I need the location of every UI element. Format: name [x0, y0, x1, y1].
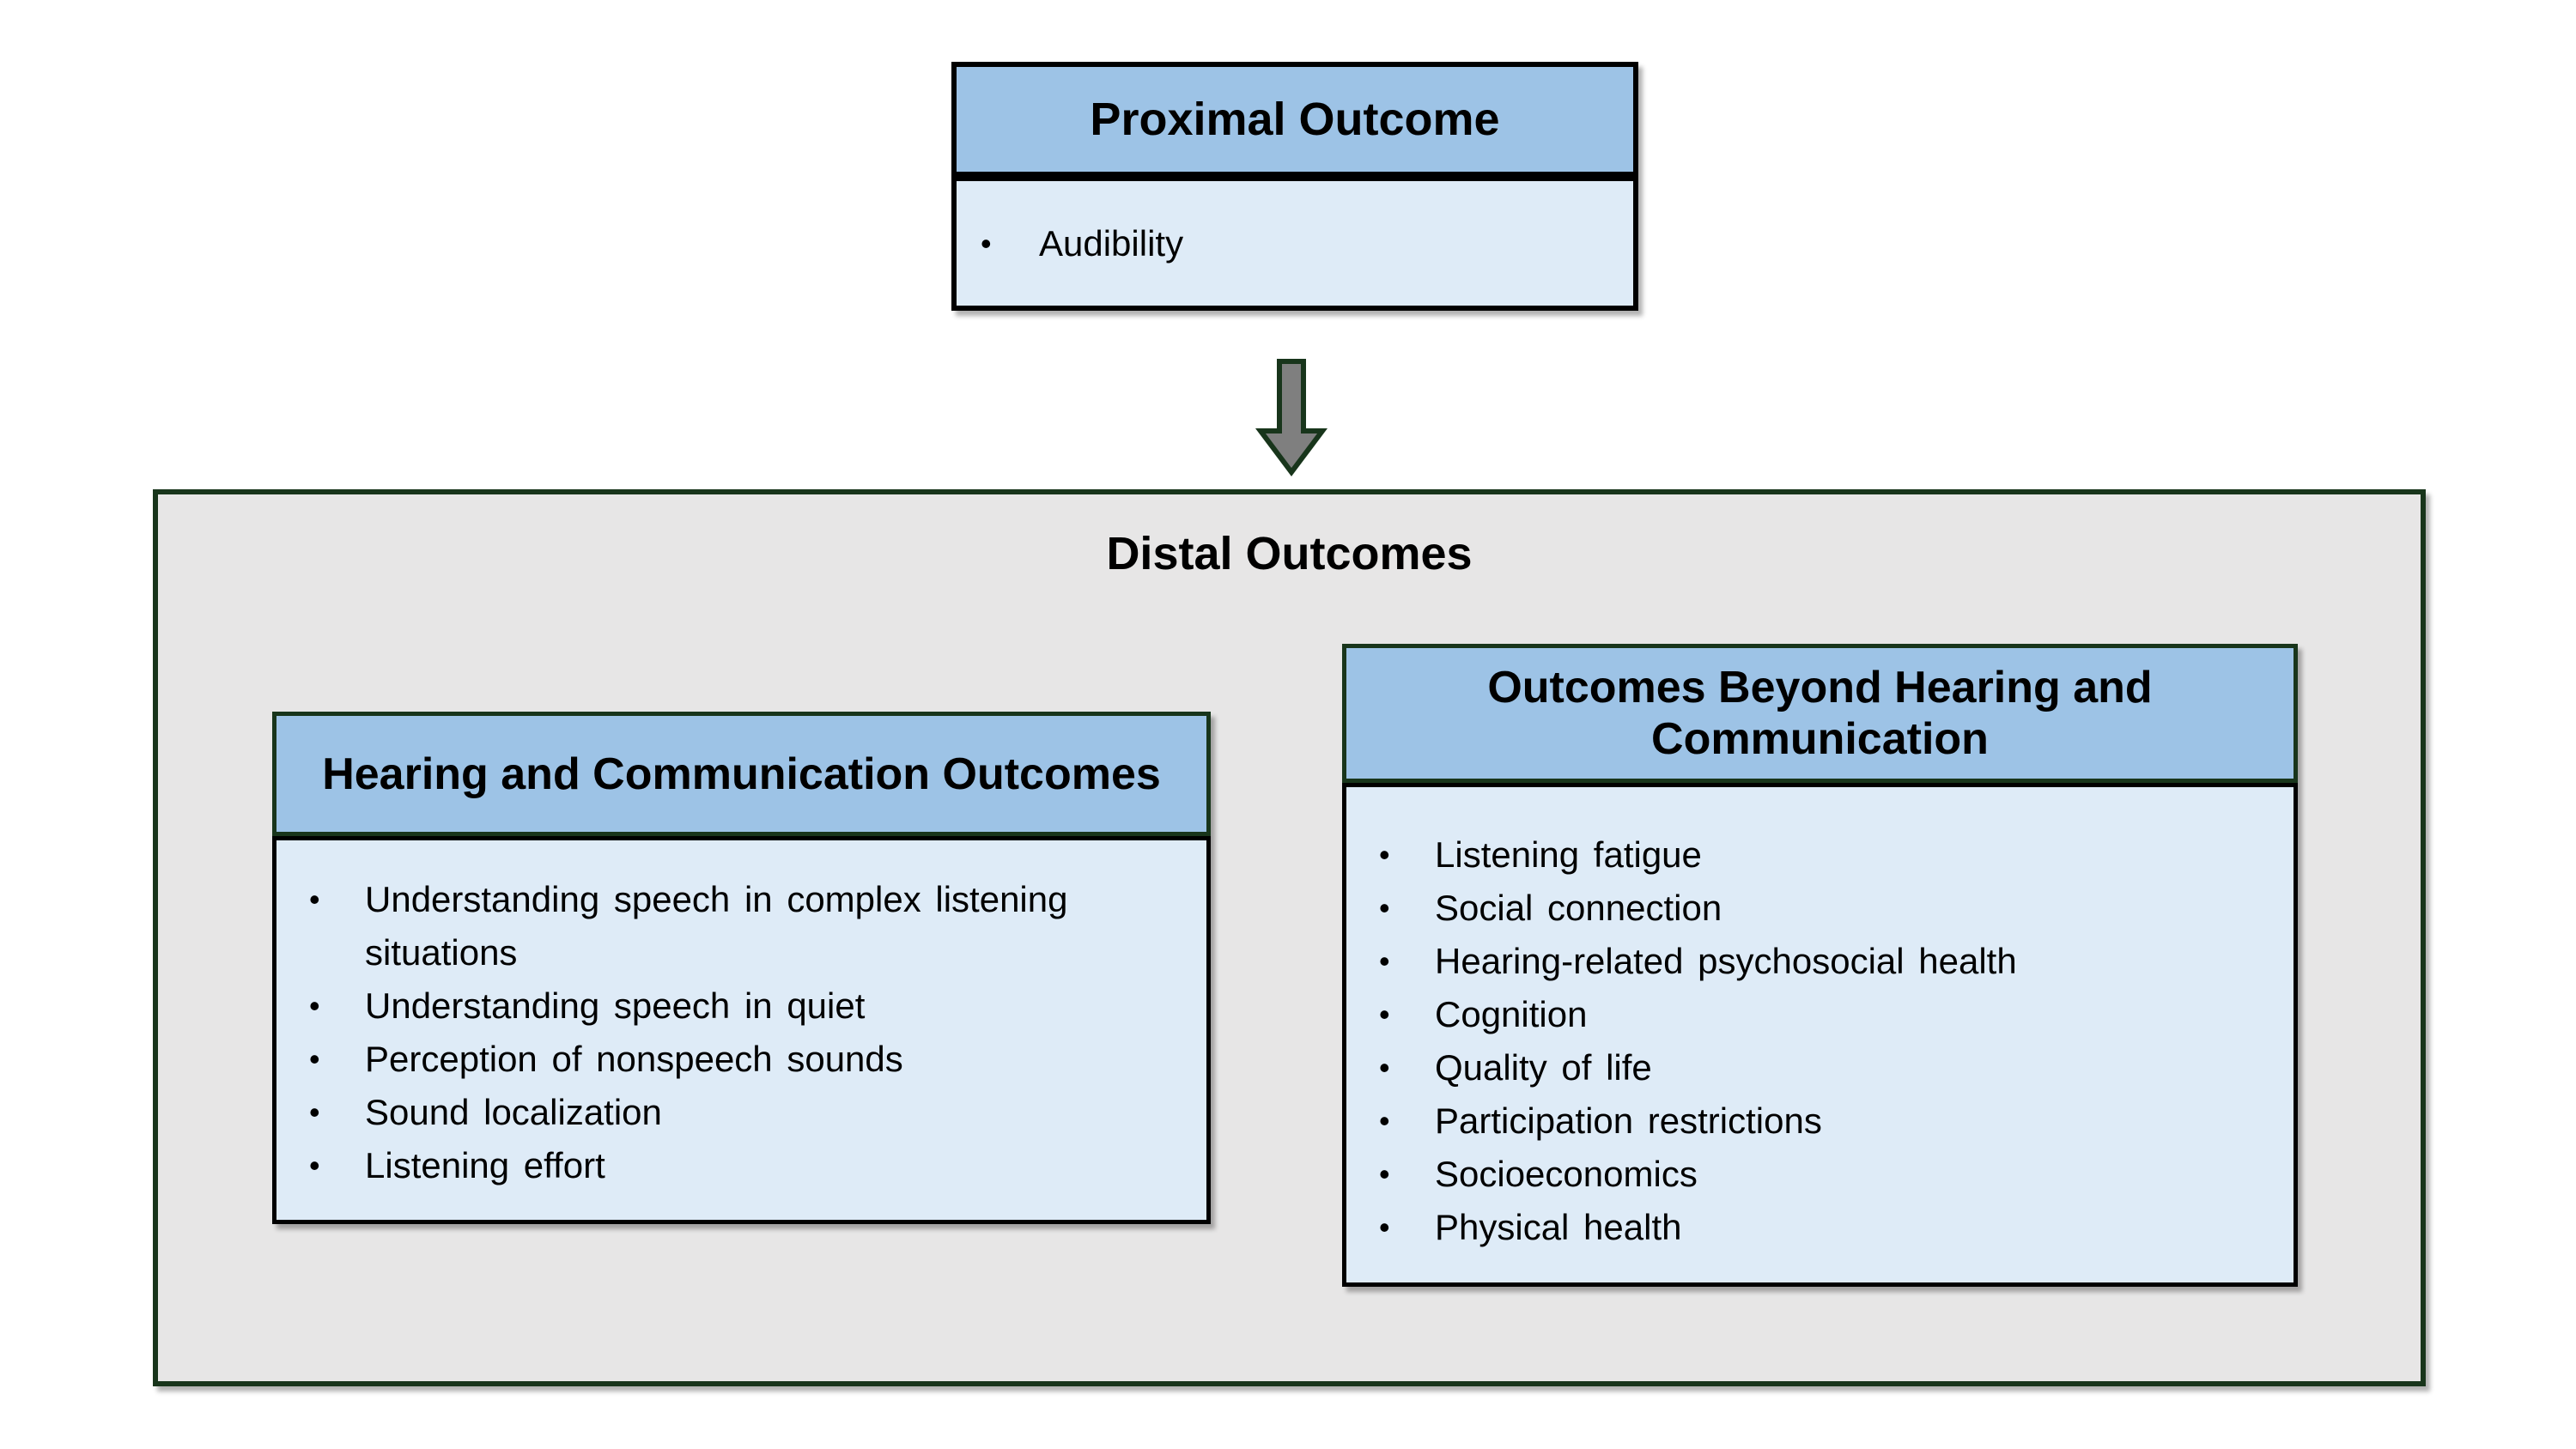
list-item: • Socioeconomics	[1379, 1148, 2272, 1201]
list-item-label: Listening fatigue	[1435, 834, 1702, 875]
down-arrow-icon	[1255, 359, 1327, 476]
list-item: • Sound localization	[309, 1086, 1185, 1139]
proximal-outcome-body: • Audibility	[951, 177, 1638, 311]
proximal-outcome-list: • Audibility	[957, 217, 1633, 270]
bullet-icon: •	[1379, 1050, 1390, 1085]
bullet-icon: •	[309, 1041, 320, 1076]
list-item: • Social connection	[1379, 882, 2272, 935]
bullet-icon: •	[1379, 890, 1390, 925]
outcomes-beyond-hearing-list: • Listening fatigue • Social connection …	[1379, 828, 2272, 1254]
hearing-communication-outcomes-header: Hearing and Communication Outcomes	[272, 712, 1211, 836]
proximal-outcome-box: Proximal Outcome • Audibility	[951, 62, 1638, 311]
list-item-label: Social connection	[1435, 888, 1722, 928]
list-item-label: Participation restrictions	[1435, 1100, 1822, 1141]
list-item: • Hearing-related psychosocial health	[1379, 935, 2272, 988]
list-item-label: Understanding speech in complex listenin…	[365, 879, 1068, 973]
list-item: • Listening fatigue	[1379, 828, 2272, 882]
bullet-icon: •	[1379, 837, 1390, 872]
list-item: • Cognition	[1379, 988, 2272, 1041]
bullet-icon: •	[1379, 943, 1390, 979]
hearing-communication-outcomes-title: Hearing and Communication Outcomes	[322, 749, 1161, 799]
list-item: • Audibility	[981, 217, 1633, 270]
list-item-label: Sound localization	[365, 1092, 662, 1132]
list-item: • Understanding speech in complex listen…	[309, 873, 1185, 979]
bullet-icon: •	[1379, 1156, 1390, 1191]
outcomes-beyond-hearing-header: Outcomes Beyond Hearing and Communicatio…	[1342, 644, 2298, 783]
list-item-label: Listening effort	[365, 1145, 605, 1185]
bullet-icon: •	[309, 1148, 320, 1183]
list-item: • Quality of life	[1379, 1041, 2272, 1094]
list-item-label: Audibility	[1039, 222, 1184, 264]
list-item-label: Cognition	[1435, 994, 1588, 1034]
list-item-label: Hearing-related psychosocial health	[1435, 941, 2017, 981]
hearing-communication-outcomes-box: Hearing and Communication Outcomes • Und…	[272, 712, 1211, 1224]
proximal-outcome-title: Proximal Outcome	[1090, 94, 1500, 145]
bullet-icon: •	[309, 882, 320, 917]
bullet-icon: •	[309, 988, 320, 1023]
list-item-label: Quality of life	[1435, 1047, 1652, 1088]
hearing-communication-outcomes-body: • Understanding speech in complex listen…	[272, 836, 1211, 1224]
list-item: • Perception of nonspeech sounds	[309, 1033, 1185, 1086]
list-item-label: Perception of nonspeech sounds	[365, 1039, 903, 1079]
bullet-icon: •	[1379, 1210, 1390, 1245]
bullet-icon: •	[1379, 1103, 1390, 1138]
bullet-icon: •	[981, 225, 992, 261]
outcomes-beyond-hearing-body: • Listening fatigue • Social connection …	[1342, 783, 2298, 1287]
list-item: • Physical health	[1379, 1201, 2272, 1254]
list-item-label: Understanding speech in quiet	[365, 985, 866, 1026]
bullet-icon: •	[1379, 997, 1390, 1032]
list-item-label: Socioeconomics	[1435, 1154, 1698, 1194]
hearing-communication-outcomes-list: • Understanding speech in complex listen…	[309, 873, 1185, 1192]
distal-outcomes-container: Distal Outcomes Hearing and Communicatio…	[153, 489, 2426, 1386]
list-item: • Understanding speech in quiet	[309, 979, 1185, 1033]
list-item: • Participation restrictions	[1379, 1094, 2272, 1148]
outcomes-beyond-hearing-box: Outcomes Beyond Hearing and Communicatio…	[1342, 644, 2298, 1287]
distal-outcomes-title: Distal Outcomes	[1106, 528, 1473, 579]
outcomes-beyond-hearing-title: Outcomes Beyond Hearing and Communicatio…	[1487, 663, 2153, 764]
list-item: • Listening effort	[309, 1139, 1185, 1192]
list-item-label: Physical health	[1435, 1207, 1682, 1247]
proximal-outcome-header: Proximal Outcome	[951, 62, 1638, 177]
bullet-icon: •	[309, 1094, 320, 1130]
